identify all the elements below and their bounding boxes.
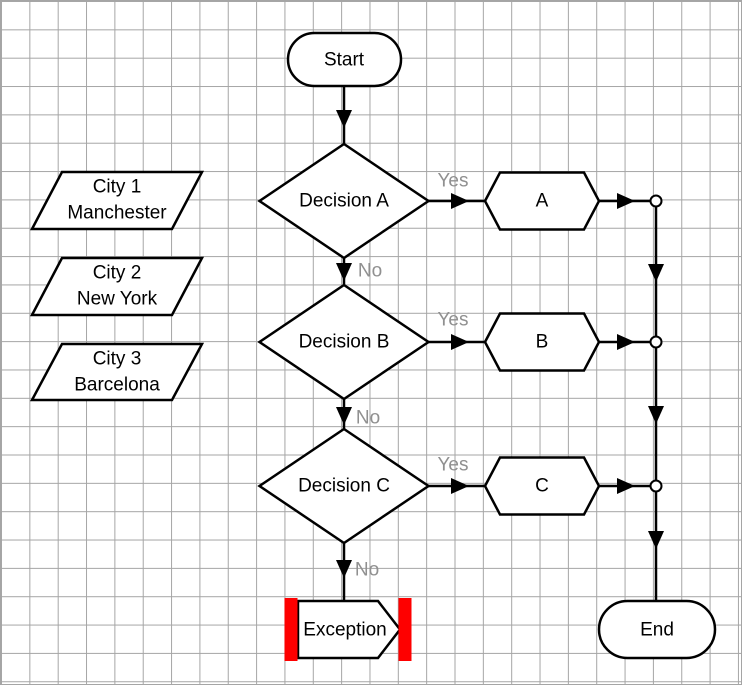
end-terminator-shape[interactable] [597, 599, 717, 660]
node-process-c[interactable]: C [483, 456, 601, 516]
node-process-c-label: C [535, 476, 549, 497]
node-start-label: Start [324, 50, 365, 71]
junction-dot-3 [649, 479, 663, 493]
node-input-city-3[interactable]: City 3 Barcelona [29, 342, 205, 402]
node-input-city-1[interactable]: City 1 Manchester [29, 170, 205, 231]
city-3-title: City 3 [93, 349, 142, 370]
node-process-b[interactable]: B [483, 312, 601, 372]
edge-label-yes-a: Yes [438, 171, 469, 192]
junction-dot-1 [649, 194, 663, 208]
node-decision-b-label: Decision B [299, 332, 390, 353]
decision-b-diamond-shape[interactable] [257, 283, 431, 401]
node-decision-a[interactable]: Decision A [257, 142, 431, 260]
city-2-value: New York [77, 289, 158, 310]
junction-dot-2 [649, 335, 663, 349]
edge-label-no-b: No [356, 408, 380, 429]
node-input-city-2[interactable]: City 2 New York [29, 256, 205, 317]
start-terminator-shape[interactable] [286, 31, 403, 88]
node-decision-b[interactable]: Decision B [257, 283, 431, 401]
node-decision-c-label: Decision C [298, 476, 390, 497]
city-1-value: Manchester [67, 203, 167, 224]
node-start[interactable]: Start [286, 31, 403, 88]
node-end[interactable]: End [597, 599, 717, 660]
city-3-value: Barcelona [74, 375, 160, 396]
city-1-title: City 1 [93, 177, 142, 198]
node-decision-a-label: Decision A [299, 191, 389, 212]
node-process-a[interactable]: A [483, 171, 601, 231]
node-decision-c[interactable]: Decision C [257, 427, 431, 545]
process-b-hexagon-shape[interactable] [483, 312, 601, 372]
edge-label-no-c: No [355, 560, 379, 581]
exception-pentagon-shape[interactable] [296, 599, 402, 660]
city-1-parallelogram-shape[interactable] [29, 170, 205, 231]
edge-label-yes-b: Yes [438, 310, 469, 331]
process-a-hexagon-shape[interactable] [483, 171, 601, 231]
decision-a-diamond-shape[interactable] [257, 142, 431, 260]
node-process-b-label: B [536, 332, 549, 353]
edge-label-no-a: No [358, 261, 382, 282]
exception-right-bar [398, 598, 412, 661]
node-exception[interactable]: Exception [284, 598, 412, 661]
node-end-label: End [640, 620, 674, 641]
edge-label-yes-c: Yes [438, 455, 469, 476]
city-2-parallelogram-shape[interactable] [29, 256, 205, 317]
exception-left-bar [284, 598, 298, 661]
process-c-hexagon-shape[interactable] [483, 456, 601, 516]
node-process-a-label: A [536, 191, 549, 212]
city-2-title: City 2 [93, 263, 142, 284]
decision-c-diamond-shape[interactable] [257, 427, 431, 545]
city-3-parallelogram-shape[interactable] [29, 342, 205, 402]
node-exception-label: Exception [303, 620, 386, 641]
